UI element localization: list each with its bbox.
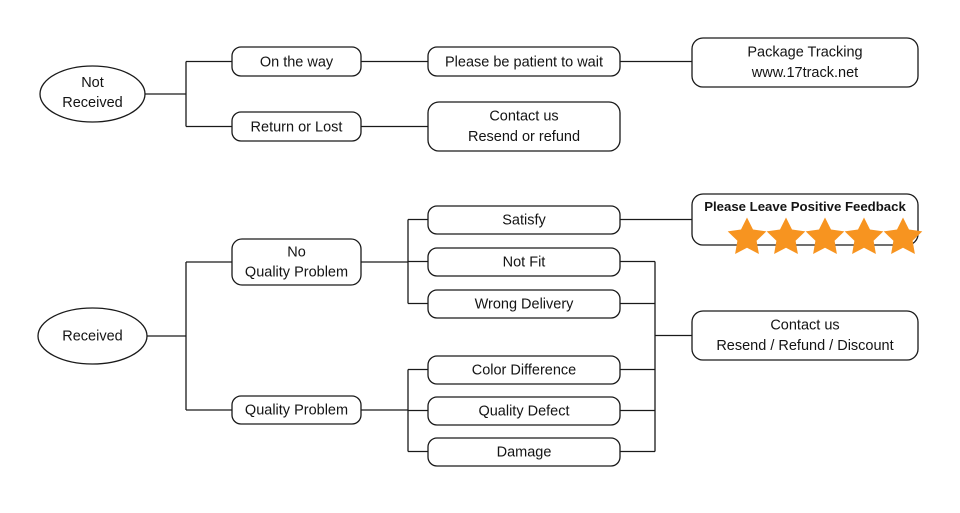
node-not-received-label-line2: Received [62,95,122,111]
node-wrong-delivery[interactable] [427,289,621,319]
node-quality-defect-label: Quality Defect [478,403,569,419]
node-contact-us-resend-refund-label-line1: Contact us [489,108,558,124]
node-package-tracking-url[interactable]: www.17track.net [751,65,858,81]
node-color-difference-label: Color Difference [472,362,577,378]
node-please-be-patient[interactable] [427,46,621,77]
node-return-or-lost[interactable] [231,111,362,142]
star-icon[interactable] [805,217,845,255]
node-not-received[interactable] [39,65,146,123]
node-quality-problem-label: Quality Problem [245,402,348,418]
node-quality-defect[interactable] [427,396,621,426]
node-satisfy-label: Satisfy [502,212,546,228]
node-contact-us-discount-label-line2: Resend / Refund / Discount [716,338,893,354]
node-no-quality-problem[interactable] [231,238,362,286]
star-icon[interactable] [883,217,923,255]
node-received[interactable] [37,307,148,365]
node-contact-us-resend-refund-label-line2: Resend or refund [468,129,580,145]
node-positive-feedback-label: Please Leave Positive Feedback [704,199,906,214]
node-damage-label: Damage [497,444,552,460]
node-no-quality-problem-label-line1: No [287,244,306,260]
node-no-quality-problem-label-line2: Quality Problem [245,264,348,280]
star-rating-group[interactable] [727,217,923,255]
node-contact-us-discount-label-line1: Contact us [770,317,839,333]
node-please-be-patient-label: Please be patient to wait [445,54,603,70]
node-package-tracking[interactable] [691,37,919,88]
node-package-tracking-label-line1: Package Tracking [747,44,862,60]
node-return-or-lost-label: Return or Lost [251,119,343,135]
star-icon[interactable] [844,217,884,255]
node-quality-problem[interactable] [231,395,362,425]
node-color-difference[interactable] [427,355,621,385]
node-contact-us-resend-refund[interactable] [427,101,621,152]
node-not-fit[interactable] [427,247,621,277]
node-wrong-delivery-label: Wrong Delivery [475,296,575,312]
node-received-label: Received [62,328,122,344]
star-icon[interactable] [766,217,806,255]
node-on-the-way-label: On the way [260,54,334,70]
star-icon[interactable] [727,217,767,255]
node-contact-us-resend-refund-discount[interactable] [691,310,919,361]
node-satisfy[interactable] [427,205,621,235]
node-damage[interactable] [427,437,621,467]
node-not-received-label-line1: Not [81,75,104,91]
node-on-the-way[interactable] [231,46,362,77]
node-not-fit-label: Not Fit [503,254,546,270]
